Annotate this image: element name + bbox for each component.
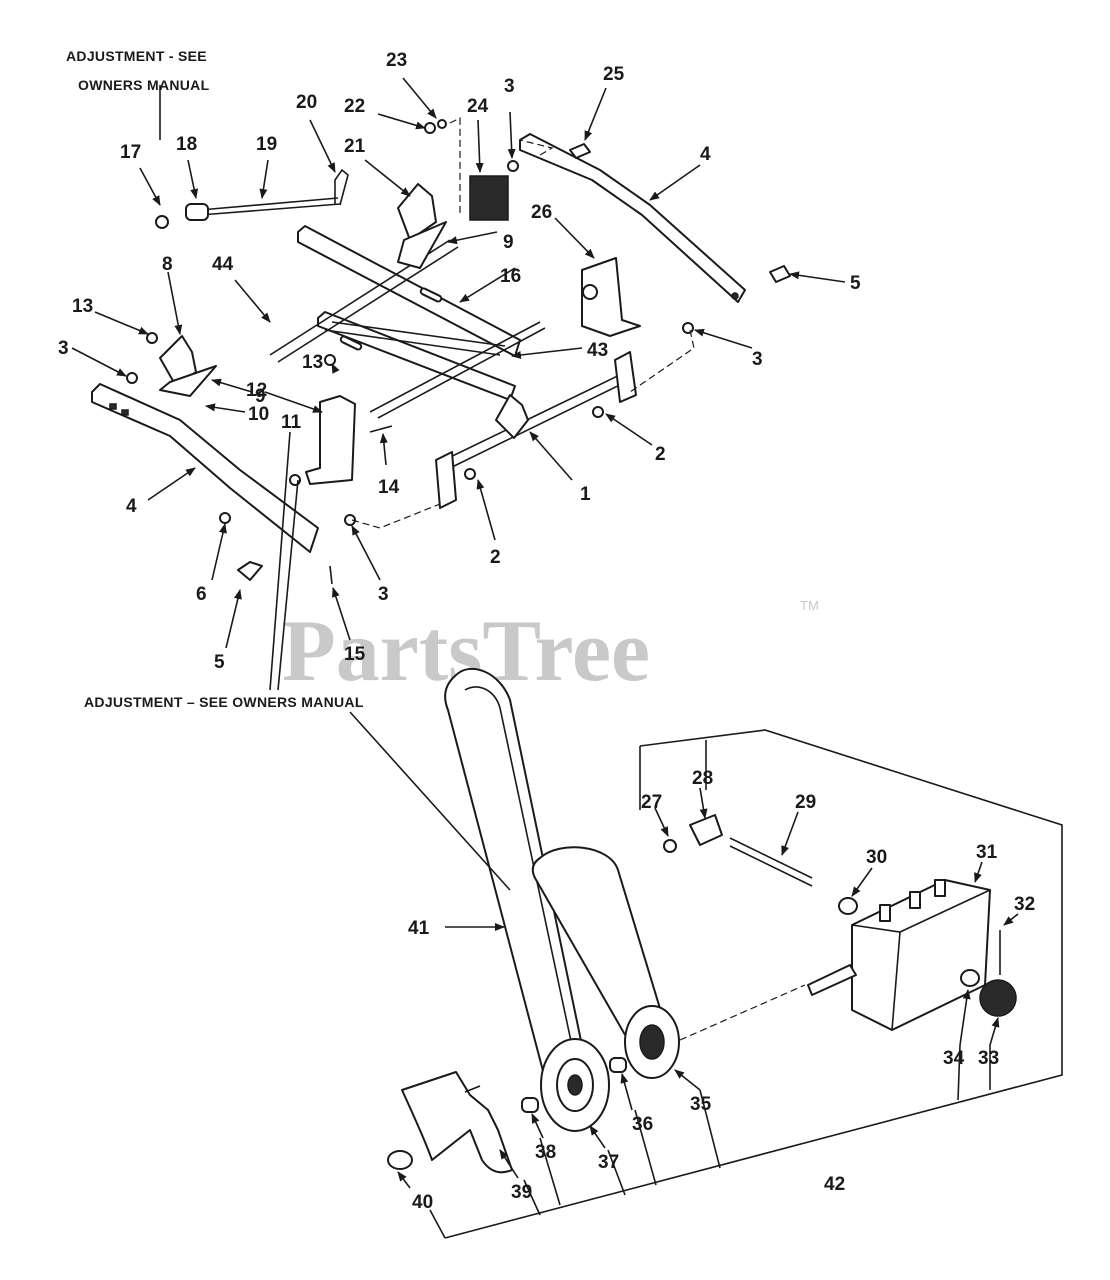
callout-20: 20 <box>296 92 317 113</box>
callout-39: 39 <box>511 1182 532 1203</box>
callout-37: 37 <box>598 1152 619 1173</box>
callout-3d: 3 <box>378 584 389 605</box>
rod-19 <box>199 197 339 211</box>
callout-9b: 9 <box>255 386 266 407</box>
callout-5b: 5 <box>214 652 225 673</box>
bracket-plate <box>297 225 521 357</box>
callout-42: 42 <box>824 1174 845 1195</box>
callout-1: 1 <box>580 484 591 505</box>
callout-15: 15 <box>344 644 366 665</box>
pad-24 <box>469 175 509 221</box>
adjuster-28 <box>689 814 723 846</box>
bracket-12 <box>305 395 356 485</box>
callout-33: 33 <box>978 1048 999 1069</box>
callout-24: 24 <box>467 96 489 117</box>
callout-35: 35 <box>690 1094 712 1115</box>
callout-8: 8 <box>162 254 173 275</box>
callout-32: 32 <box>1014 894 1035 915</box>
shaft-43b <box>369 321 541 413</box>
nut-40 <box>387 1150 413 1170</box>
spacer-36 <box>609 1057 627 1073</box>
callout-2a: 2 <box>655 444 666 465</box>
rod-29 <box>729 837 813 879</box>
spacer-38 <box>521 1097 539 1113</box>
lift-arm-right <box>519 133 746 303</box>
lift-arm-left <box>91 383 319 553</box>
callout-13b: 13 <box>302 352 323 373</box>
callout-4a: 4 <box>700 144 711 165</box>
callout-23: 23 <box>386 50 407 71</box>
callout-38: 38 <box>535 1142 556 1163</box>
callout-22: 22 <box>344 96 365 117</box>
callout-21: 21 <box>344 136 366 157</box>
callout-3a: 3 <box>504 76 515 97</box>
callout-13a: 13 <box>72 296 93 317</box>
callout-43: 43 <box>587 340 608 361</box>
callout-2b: 2 <box>490 547 501 568</box>
callout-16: 16 <box>500 266 521 287</box>
watermark-tm: TM <box>800 598 819 613</box>
callout-14: 14 <box>378 477 400 498</box>
callout-9a: 9 <box>503 232 514 253</box>
callout-26: 26 <box>531 202 552 223</box>
callout-29: 29 <box>795 792 816 813</box>
cross-shaft <box>439 369 631 463</box>
callout-5a: 5 <box>850 273 861 294</box>
callout-3c: 3 <box>752 349 763 370</box>
note-top-line2: OWNERS MANUAL <box>78 77 210 93</box>
callout-25: 25 <box>603 64 625 85</box>
callout-3b: 3 <box>58 338 69 359</box>
callout-4b: 4 <box>126 496 137 517</box>
callout-27: 27 <box>641 792 662 813</box>
note-top-line1: ADJUSTMENT - SEE <box>66 48 207 64</box>
callout-6: 6 <box>196 584 207 605</box>
callout-10: 10 <box>248 404 269 425</box>
belt-guard-39 <box>401 1071 513 1174</box>
callout-31: 31 <box>976 842 998 863</box>
bracket-21 <box>397 183 437 241</box>
callout-28: 28 <box>692 768 713 789</box>
callout-12: 12 <box>246 380 267 401</box>
callout-34: 34 <box>943 1048 965 1069</box>
callout-36: 36 <box>632 1114 653 1135</box>
callout-17: 17 <box>120 142 141 163</box>
callout-30: 30 <box>866 847 887 868</box>
trunnion-18 <box>185 203 209 221</box>
callout-40: 40 <box>412 1192 433 1213</box>
callout-41: 41 <box>408 918 430 939</box>
callout-44: 44 <box>212 254 234 275</box>
washer-34 <box>960 969 980 987</box>
callout-19: 19 <box>256 134 277 155</box>
callout-18: 18 <box>176 134 197 155</box>
knob-33 <box>979 979 1017 1017</box>
block-26 <box>581 257 641 337</box>
washer-30 <box>838 897 858 915</box>
note-middle: ADJUSTMENT – SEE OWNERS MANUAL <box>84 694 364 710</box>
callout-11: 11 <box>281 412 302 433</box>
